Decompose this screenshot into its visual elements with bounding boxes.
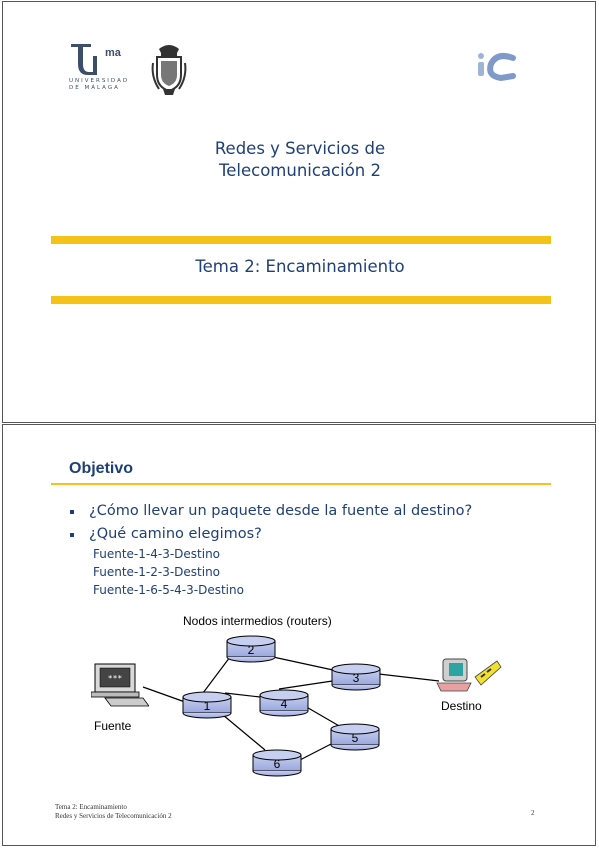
course-title-line2: Telecomunicación 2: [218, 161, 382, 180]
seal-icon: [151, 45, 187, 95]
footer-line2: Redes y Servicios de Telecomunicación 2: [55, 812, 172, 820]
topic-title: Tema 2: Encaminamiento: [195, 257, 405, 276]
slide-heading: Objetivo: [69, 460, 134, 477]
ic-logo: [473, 44, 519, 94]
course-title-line1: Redes y Servicios de: [214, 139, 386, 158]
title-slide: ma UNIVERSIDAD DE MÁLAGA Redes y Servici…: [2, 1, 596, 423]
route-item: Fuente-1-6-5-4-3-Destino: [93, 583, 244, 597]
link-1-4: [224, 692, 261, 698]
heading-rule: [51, 483, 551, 485]
network-diagram: [142, 652, 440, 762]
router-node-5: 5: [330, 723, 380, 751]
router-label: 1: [204, 699, 211, 713]
link-1-2: [202, 652, 234, 694]
bullet-item: ¿Cómo llevar un paquete desde la fuente …: [69, 500, 472, 523]
router-label: 6: [274, 757, 281, 771]
uma-u-icon: ma: [71, 44, 122, 75]
router-node-6: 6: [252, 749, 302, 777]
router-node-1: 1: [182, 691, 232, 719]
link-fuente-1: [142, 686, 186, 703]
page-number: 2: [531, 809, 535, 817]
source-label: Fuente: [94, 719, 132, 733]
router-label: 5: [352, 731, 359, 745]
school-seal-logo: [149, 41, 189, 97]
top-accent-bar: [51, 236, 551, 244]
uma-logo: ma UNIVERSIDAD DE MÁLAGA: [69, 42, 129, 98]
router-node-3: 3: [331, 663, 381, 691]
router-node-4: 4: [259, 689, 309, 717]
uma-mark-text: ma: [105, 47, 122, 59]
link-3-destino: [378, 673, 440, 682]
link-6-5: [297, 742, 334, 762]
link-2-3: [272, 656, 334, 671]
screen-text: ***: [108, 674, 123, 683]
uma-text-line1: UNIVERSIDAD: [69, 78, 130, 84]
route-item: Fuente-1-4-3-Destino: [93, 547, 221, 561]
destination-label: Destino: [441, 699, 482, 713]
slide-footer: Tema 2: Encaminamiento Redes y Servicios…: [55, 803, 172, 821]
routers: 2 3 1 4 5 6: [182, 635, 381, 777]
router-node-2: 2: [226, 635, 276, 663]
network-links: [142, 652, 440, 762]
bottom-accent-bar: [51, 296, 551, 304]
link-4-3: [278, 679, 340, 690]
link-4-5: [302, 704, 342, 728]
route-item: Fuente-1-2-3-Destino: [93, 565, 221, 579]
route-list: Fuente-1-4-3-Destino Fuente-1-2-3-Destin…: [93, 545, 244, 599]
objective-slide: Objetivo ¿Cómo llevar un paquete desde l…: [2, 424, 596, 846]
router-label: 4: [281, 697, 288, 711]
router-label: 2: [248, 643, 255, 657]
router-label: 3: [353, 671, 360, 685]
computer-icon: ***: [91, 663, 149, 707]
bullet-list: ¿Cómo llevar un paquete desde la fuente …: [69, 500, 472, 546]
uma-text-line2: DE MÁLAGA: [69, 85, 120, 91]
diagram-caption: Nodos intermedios (routers): [183, 614, 332, 628]
course-title: Redes y Servicios de Telecomunicación 2: [3, 138, 597, 182]
ic-icon: [478, 53, 516, 82]
destination-computer-icon: [436, 658, 502, 692]
uma-university-name: UNIVERSIDAD DE MÁLAGA: [69, 78, 129, 92]
link-1-6: [222, 714, 266, 751]
bullet-item: ¿Qué camino elegimos?: [69, 523, 472, 546]
footer-line1: Tema 2: Encaminamiento: [55, 803, 127, 811]
